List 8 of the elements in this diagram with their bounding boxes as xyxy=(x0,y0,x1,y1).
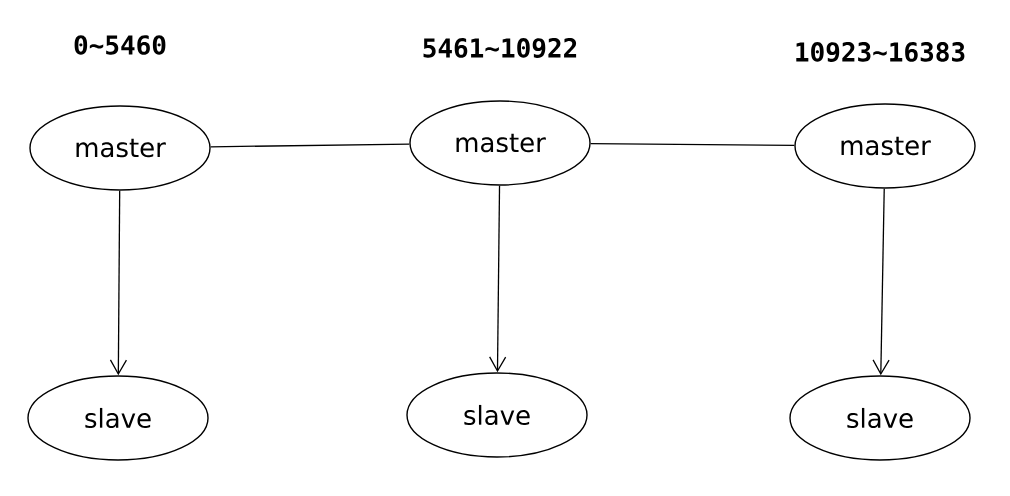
connector-line xyxy=(210,143,410,148)
arrow xyxy=(109,190,128,376)
range-label: 5461~10922 xyxy=(423,38,577,58)
range-label: 10923~16383 xyxy=(796,42,965,62)
connector-line xyxy=(590,143,795,146)
range-label: 0~5460 xyxy=(74,35,166,55)
arrow xyxy=(489,185,507,373)
arrow xyxy=(872,188,890,376)
